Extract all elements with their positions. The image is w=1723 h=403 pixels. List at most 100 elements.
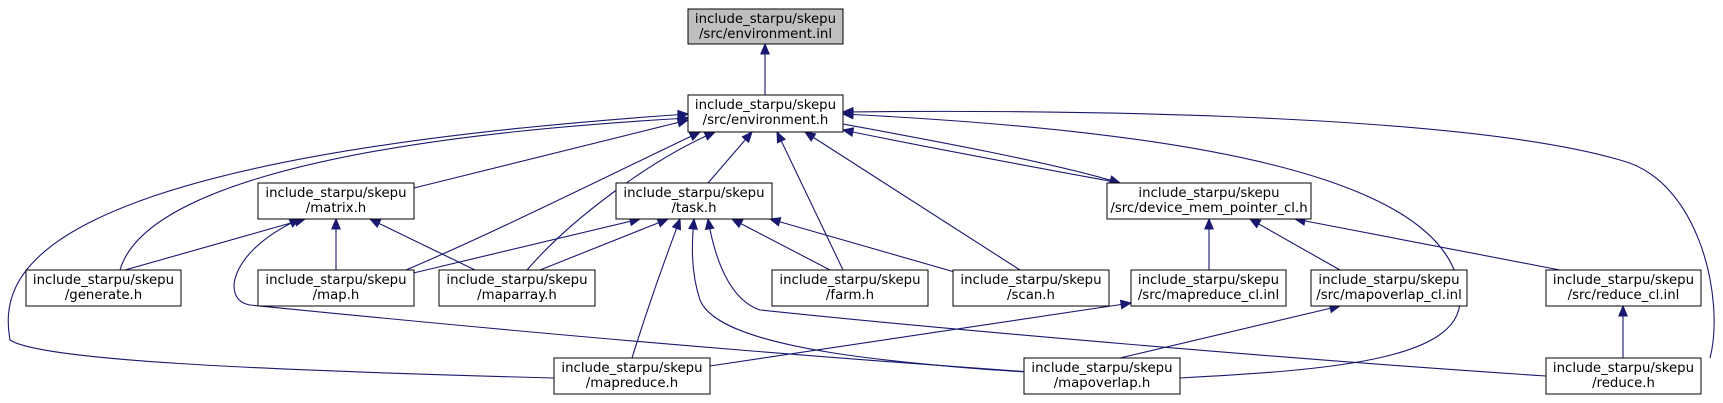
edge-reduce-to-env_h [842, 110, 1715, 359]
arrowhead-mapreduce-to-env_h [677, 109, 690, 120]
edge-mapoverlap-to-mapoverlap_cl [1119, 305, 1341, 359]
arrowhead-farm-to-task [730, 218, 744, 229]
node-mapoverlap[interactable]: include_starpu/skepu/mapoverlap.h [1023, 357, 1181, 395]
arrowhead-maparray-to-task [656, 218, 670, 228]
node-label-file: /src/mapreduce_cl.inl [1138, 288, 1279, 303]
node-mapreduce[interactable]: include_starpu/skepu/mapreduce.h [553, 357, 711, 395]
node-label-file: /src/mapoverlap_cl.inl [1316, 288, 1462, 303]
file-nodes: include_starpu/skepu/src/environment.inl… [25, 8, 1702, 395]
arrowhead-mapoverlap-to-task [688, 217, 698, 230]
edge-map-to-task [404, 218, 641, 276]
node-label-file: /task.h [671, 201, 716, 216]
node-label-path: include_starpu/skepu [265, 273, 406, 288]
node-box[interactable] [1106, 182, 1312, 220]
arrowhead-env_h-to-env_inl [760, 42, 770, 55]
arrowhead-farm-to-env_h [776, 130, 786, 144]
node-reduce[interactable]: include_starpu/skepu/reduce.h [1545, 357, 1702, 395]
edge-farm-to-task [731, 218, 831, 271]
node-box[interactable] [952, 269, 1110, 307]
edge-maparray-to-matrix [369, 218, 476, 271]
edge-scan-to-env_h [804, 131, 1021, 271]
node-box[interactable] [257, 269, 415, 307]
node-generate[interactable]: include_starpu/skepu/generate.h [25, 269, 182, 307]
edge-farm-to-env_h [776, 131, 844, 271]
arrowhead-mapreduce_cl-to-devmem [1204, 217, 1214, 230]
edge-scan-to-task [769, 218, 966, 276]
node-box[interactable] [687, 94, 844, 133]
node-box[interactable] [438, 269, 596, 307]
node-box[interactable] [25, 269, 182, 307]
edge-env_h-to-devmem [842, 123, 1121, 184]
node-label-path: include_starpu/skepu [1553, 361, 1694, 376]
node-label-file: /mapoverlap.h [1054, 376, 1151, 391]
node-label-file: /matrix.h [306, 201, 366, 216]
edge-mapoverlap_cl-to-devmem [1249, 218, 1341, 271]
node-label-path: include_starpu/skepu [623, 186, 764, 201]
node-label-file: /scan.h [1007, 288, 1055, 303]
node-label-path: include_starpu/skepu [561, 361, 702, 376]
edge-matrix-to-env_h [413, 119, 689, 189]
node-label-path: include_starpu/skepu [1138, 186, 1279, 201]
edge-generate-to-matrix [124, 218, 306, 271]
node-label-path: include_starpu/skepu [695, 12, 836, 27]
node-env_h[interactable]: include_starpu/skepu/src/environment.h [687, 94, 844, 133]
node-label-file: /generate.h [65, 288, 142, 303]
node-box[interactable] [1545, 357, 1702, 395]
edge-mapreduce-to-env_h [7, 113, 689, 379]
node-box[interactable] [615, 182, 773, 220]
arrowhead-mapreduce-to-mapreduce_cl [1119, 299, 1133, 310]
node-scan[interactable]: include_starpu/skepu/scan.h [952, 269, 1110, 307]
node-label-file: /src/device_mem_pointer_cl.h [1110, 201, 1307, 216]
edge-mapoverlap-to-task [691, 218, 1091, 377]
node-box[interactable] [1545, 269, 1702, 307]
arrowhead-reduce-to-reduce_cl [1618, 304, 1628, 317]
node-label-file: /maparray.h [477, 288, 557, 303]
node-box[interactable] [771, 269, 929, 307]
node-label-file: /mapreduce.h [586, 376, 678, 391]
edge-devmem-to-env_h [842, 129, 1121, 184]
edge-reduce-to-task [707, 218, 1547, 377]
node-box[interactable] [1130, 269, 1287, 307]
arrowhead-devmem-to-env_h [841, 127, 855, 137]
node-box[interactable] [687, 8, 844, 45]
node-box[interactable] [1023, 357, 1181, 395]
edge-map-to-env_h [405, 131, 701, 271]
node-devmem[interactable]: include_starpu/skepu/src/device_mem_poin… [1106, 182, 1312, 220]
node-label-file: /src/environment.inl [699, 27, 832, 42]
node-mapreduce_cl[interactable]: include_starpu/skepu/src/mapreduce_cl.in… [1130, 269, 1287, 307]
node-label-path: include_starpu/skepu [695, 98, 836, 113]
arrowhead-maparray-to-env_h [703, 131, 717, 141]
node-label-path: include_starpu/skepu [265, 186, 406, 201]
node-farm[interactable]: include_starpu/skepu/farm.h [771, 269, 929, 307]
arrowhead-mapreduce-to-task [671, 217, 682, 231]
arrowhead-maparray-to-matrix [368, 218, 382, 229]
node-reduce_cl[interactable]: include_starpu/skepu/src/reduce_cl.inl [1545, 269, 1702, 307]
edge-generate-to-env_h [119, 117, 689, 271]
node-label-file: /reduce.h [1592, 376, 1655, 391]
node-label-path: include_starpu/skepu [960, 273, 1101, 288]
edge-mapoverlap-to-env_h [842, 113, 1461, 379]
node-box[interactable] [1310, 269, 1468, 307]
node-label-path: include_starpu/skepu [1031, 361, 1172, 376]
node-box[interactable] [257, 182, 415, 220]
edge-mapreduce-to-mapreduce_cl [709, 302, 1132, 367]
node-label-path: include_starpu/skepu [33, 273, 174, 288]
arrowhead-task-to-env_h [741, 131, 753, 144]
node-task[interactable]: include_starpu/skepu/task.h [615, 182, 773, 220]
node-env_inl[interactable]: include_starpu/skepu/src/environment.inl [687, 8, 844, 45]
node-label-file: /src/environment.h [703, 113, 829, 128]
node-mapoverlap_cl[interactable]: include_starpu/skepu/src/mapoverlap_cl.i… [1310, 269, 1468, 307]
edge-mapoverlap-to-matrix [233, 218, 1091, 377]
node-label-path: include_starpu/skepu [446, 273, 587, 288]
node-map[interactable]: include_starpu/skepu/map.h [257, 269, 415, 307]
node-box[interactable] [553, 357, 711, 395]
node-label-file: /farm.h [826, 288, 874, 303]
node-label-path: include_starpu/skepu [1553, 273, 1694, 288]
arrowhead-scan-to-env_h [803, 131, 817, 142]
node-label-path: include_starpu/skepu [1138, 273, 1279, 288]
arrowhead-map-to-matrix [331, 217, 341, 230]
node-maparray[interactable]: include_starpu/skepu/maparray.h [438, 269, 596, 307]
edge-task-to-env_h [707, 131, 753, 184]
arrowhead-scan-to-task [768, 217, 782, 227]
node-matrix[interactable]: include_starpu/skepu/matrix.h [257, 182, 415, 220]
